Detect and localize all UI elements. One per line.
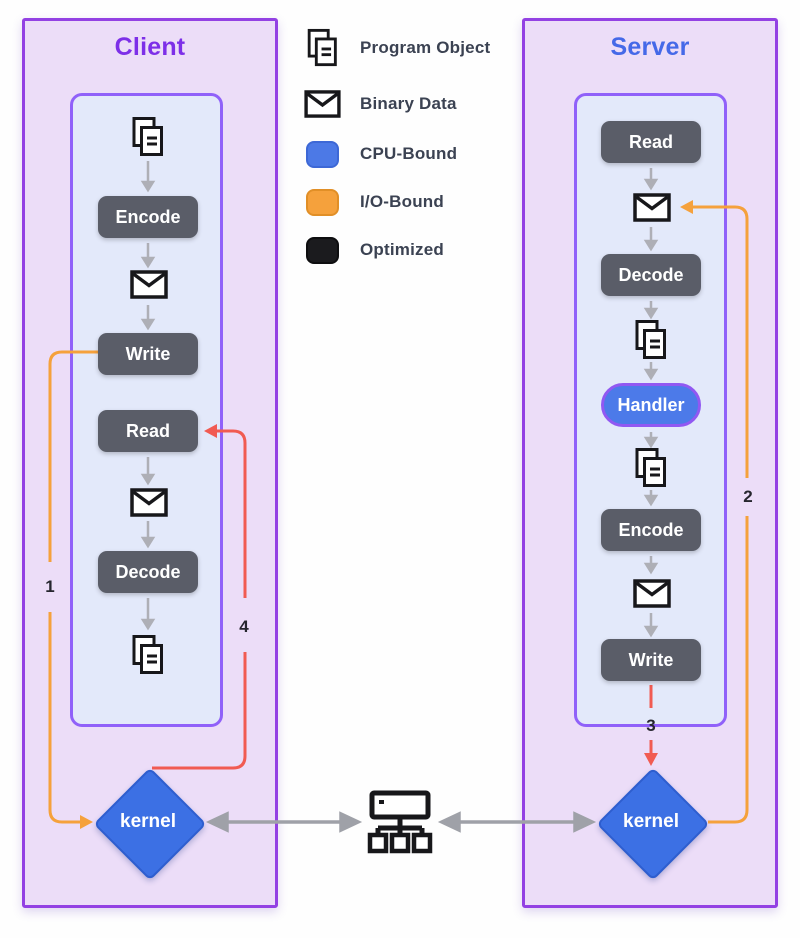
legend-item-binary-data: Binary Data (300, 89, 457, 119)
legend-label: Binary Data (360, 94, 457, 113)
envelope-icon (130, 270, 168, 304)
io-bound-swatch-icon (300, 188, 344, 216)
server-panel-title: Server (610, 33, 690, 61)
server-kernel-label: kernel (623, 811, 679, 832)
program-object-icon (131, 116, 165, 163)
server-decode-node: Decode (601, 254, 701, 296)
server-read-node: Read (601, 121, 701, 163)
program-object-icon (634, 447, 668, 494)
legend-item-cpu-bound: CPU-Bound (300, 139, 457, 169)
client-decode-node: Decode (98, 551, 198, 593)
client-kernel-label: kernel (120, 811, 176, 832)
legend-label: I/O-Bound (360, 192, 444, 211)
legend-item-optimized: Optimized (300, 235, 444, 265)
legend-item-io-bound: I/O-Bound (300, 187, 444, 217)
legend-label: Optimized (360, 240, 444, 259)
legend-item-program-object: Program Object (300, 28, 491, 67)
envelope-icon (300, 90, 344, 118)
legend-label: Program Object (360, 38, 491, 57)
step-label-4: 4 (239, 617, 249, 636)
program-object-icon (300, 28, 344, 68)
client-read-node: Read (98, 410, 198, 452)
server-handler-node: Handler (601, 383, 701, 427)
program-object-icon (131, 634, 165, 681)
envelope-icon (633, 193, 671, 227)
cpu-bound-swatch-icon (300, 140, 344, 168)
network-hub-icon (364, 790, 436, 861)
step-label-1: 1 (45, 577, 55, 596)
step-label-2: 2 (743, 487, 753, 506)
client-encode-node: Encode (98, 196, 198, 238)
client-write-node: Write (98, 333, 198, 375)
program-object-icon (634, 319, 668, 366)
optimized-swatch-icon (300, 236, 344, 264)
server-write-node: Write (601, 639, 701, 681)
envelope-icon (633, 579, 671, 613)
client-panel-title: Client (114, 33, 186, 61)
legend-label: CPU-Bound (360, 144, 458, 163)
step-label-3: 3 (646, 716, 656, 735)
server-encode-node: Encode (601, 509, 701, 551)
envelope-icon (130, 488, 168, 522)
